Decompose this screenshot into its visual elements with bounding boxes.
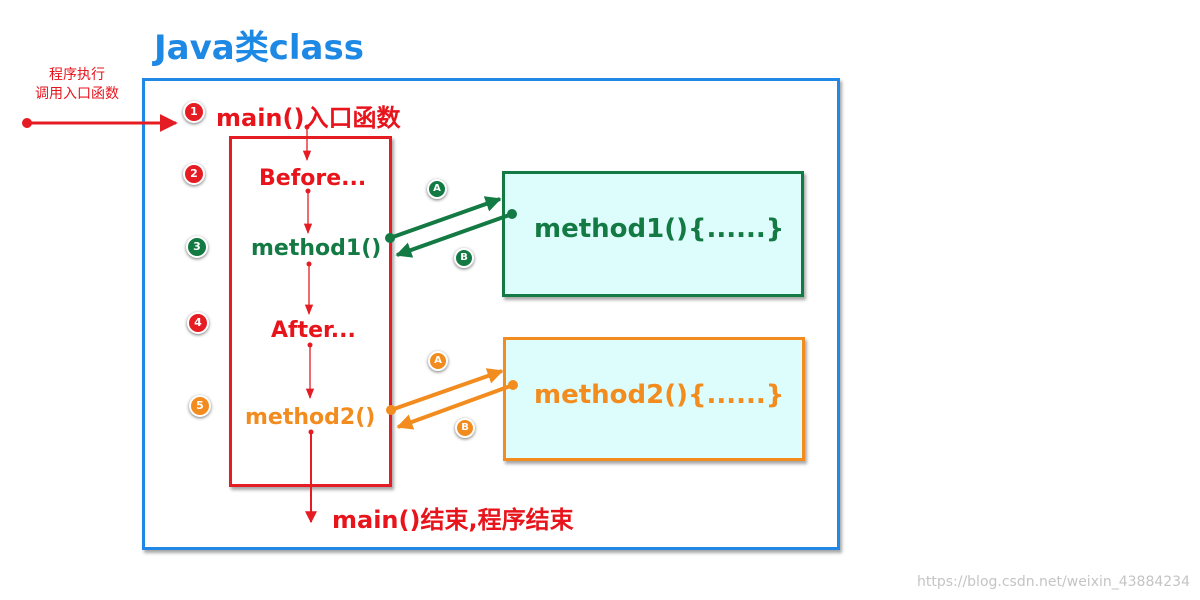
step-badge-1: 1 [183, 101, 205, 123]
step-badge-3: 3 [186, 236, 208, 258]
caller-note: 程序执行 调用入口函数 [14, 66, 140, 104]
main-flow-arrows [302, 124, 317, 524]
method1-call-label: method1() [251, 236, 382, 261]
method1-call-badge: A [427, 179, 447, 199]
java-class-box [142, 78, 840, 550]
method1-return-badge: B [454, 248, 474, 268]
method2-call-badge: A [428, 351, 448, 371]
method1-definition: method1(){......} [534, 214, 785, 244]
step-badge-2: 2 [183, 163, 205, 185]
method2-box [503, 337, 805, 461]
step-badge-4: 4 [187, 312, 209, 334]
main-entry-label: main()入口函数 [216, 104, 401, 132]
main-end-label: main()结束,程序结束 [332, 506, 574, 534]
method1-arrows [385, 196, 517, 258]
caller-note-line-2: 调用入口函数 [35, 86, 119, 102]
method2-arrows [386, 368, 518, 430]
after-label: After... [271, 318, 356, 343]
method2-definition: method2(){......} [534, 380, 785, 410]
diagram-title: Java类class [154, 28, 364, 68]
method2-return-badge: B [455, 418, 475, 438]
caller-note-line-1: 程序执行 [49, 67, 105, 83]
before-label: Before... [259, 166, 367, 191]
step-badge-5: 5 [189, 395, 211, 417]
watermark-url: https://blog.csdn.net/weixin_43884234 [916, 574, 1190, 590]
method1-box [502, 171, 804, 297]
entry-arrow [22, 114, 178, 132]
method2-call-label: method2() [245, 405, 376, 430]
